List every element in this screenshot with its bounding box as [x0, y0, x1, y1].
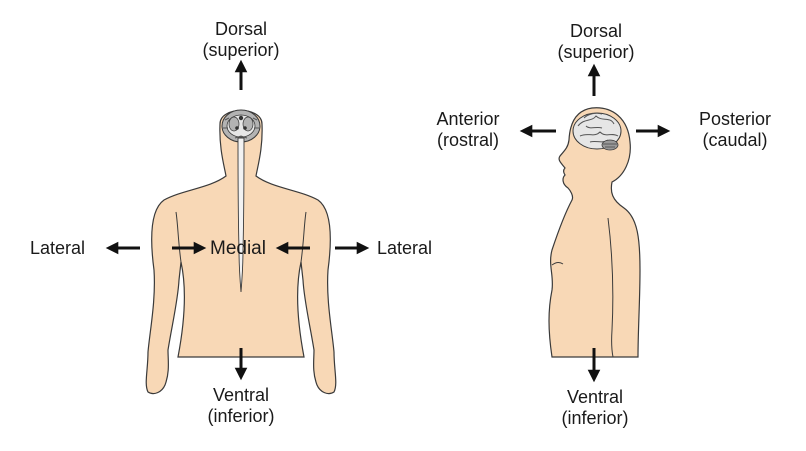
front-lateral-left-label: Lateral — [30, 238, 86, 258]
front-dorsal-label: Dorsal (superior) — [202, 19, 280, 60]
direction-arrows — [105, 59, 671, 383]
front-body-figure — [145, 109, 337, 395]
side-body-figure — [548, 107, 641, 358]
side-anterior-label: Anterior (rostral) — [436, 109, 500, 150]
front-lateral-right-label: Lateral — [377, 238, 433, 258]
front-medial-label: Medial — [210, 238, 266, 259]
side-arm-line — [607, 217, 614, 358]
side-ventral-label: Ventral (inferior) — [561, 387, 629, 428]
side-posterior-label: Posterior (caudal) — [698, 109, 772, 150]
front-arm-line-left — [175, 211, 182, 263]
side-body-silhouette — [548, 107, 641, 358]
front-arm-line-right — [300, 211, 307, 263]
side-dorsal-label: Dorsal (superior) — [557, 21, 635, 62]
side-brain — [572, 112, 622, 151]
front-spinal-cord — [237, 137, 245, 293]
side-chest-line — [551, 262, 564, 266]
front-ventral-label: Ventral (inferior) — [207, 385, 275, 426]
front-brain-section — [221, 109, 261, 143]
